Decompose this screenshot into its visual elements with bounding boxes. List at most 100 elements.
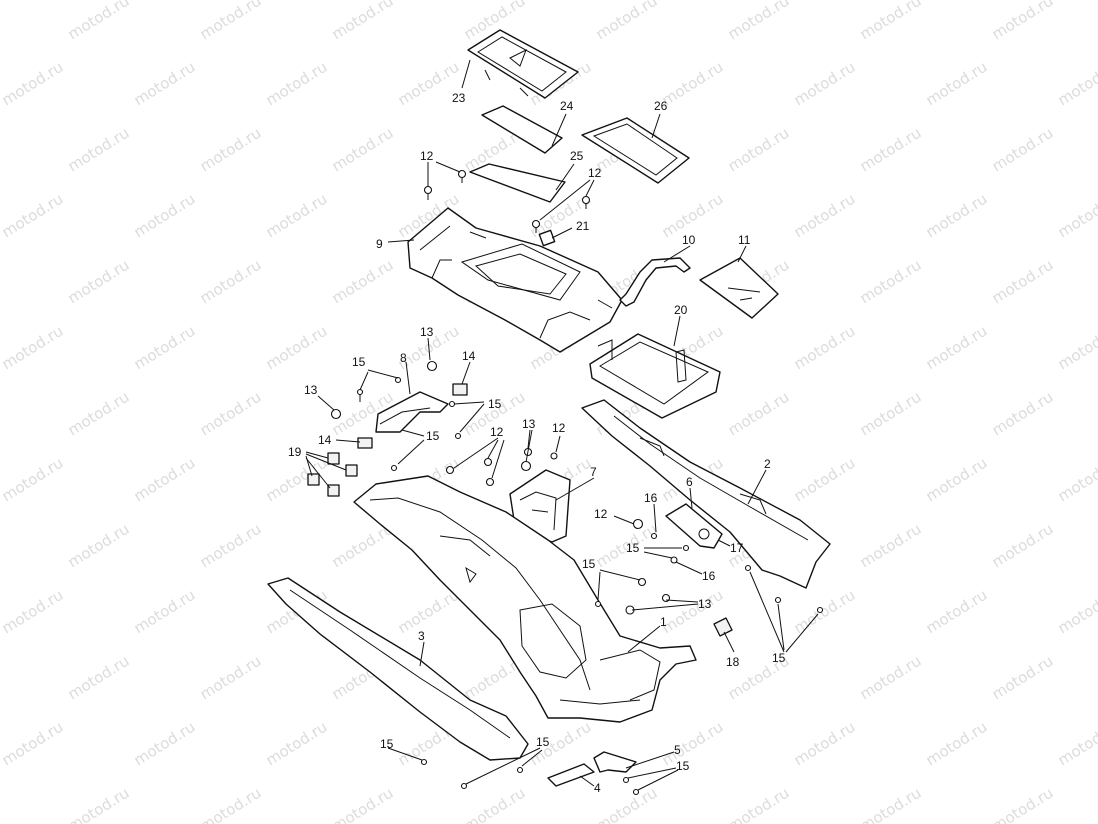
watermark-text: motod.ru [989,388,1057,440]
part-26-gasket[interactable] [581,117,690,184]
callout-24: 24 [560,99,574,113]
watermark-text: motod.ru [0,586,66,638]
part-19-nuts[interactable] [307,452,358,497]
part-25-pad[interactable] [469,163,566,203]
watermark-text: motod.ru [0,718,66,770]
part-8-bracket[interactable] [375,391,449,433]
fasteners[interactable] [330,169,824,796]
callout-18: 18 [726,655,740,669]
callout-14-b: 14 [318,433,332,447]
watermark-text: motod.ru [659,58,727,110]
watermark-text: motod.ru [1055,190,1098,242]
leader-lines [305,59,819,791]
watermark-text: motod.ru [725,784,793,824]
callout-13-d: 13 [698,597,712,611]
watermark-text: motod.ru [1055,58,1098,110]
callout-1: 1 [660,615,667,629]
callout-20: 20 [674,303,688,317]
watermark-text: motod.ru [989,0,1057,43]
watermark-text: motod.ru [263,322,331,374]
watermark-text: motod.ru [131,454,199,506]
watermark-text: motod.ru [329,124,397,176]
watermark-text: motod.ru [65,256,133,308]
watermark-text: motod.ru [197,784,265,824]
part-10-strap[interactable] [619,257,691,307]
callout-15-c: 15 [426,429,440,443]
callout-12-a: 12 [420,149,434,163]
part-23-lid[interactable] [467,29,579,99]
watermark-text: motod.ru [857,652,925,704]
watermark-text: motod.ru [923,718,991,770]
watermark-text: motod.ru [263,190,331,242]
watermark-text: motod.ru [1055,454,1098,506]
callout-13-a: 13 [420,325,434,339]
part-1-undertray[interactable] [353,475,697,723]
watermark-text: motod.ru [593,0,661,43]
watermark-text: motod.ru [923,58,991,110]
watermark-text: motod.ru [857,784,925,824]
watermark-text: motod.ru [461,784,529,824]
callout-4: 4 [594,781,601,795]
part-11-bag[interactable] [699,257,779,319]
watermark-text: motod.ru [329,784,397,824]
callout-17: 17 [730,541,744,555]
watermark-text: motod.ru [791,454,859,506]
watermark-text: motod.ru [329,0,397,43]
watermark-text: motod.ru [725,124,793,176]
watermark-text: motod.ru [923,586,991,638]
watermark-text: motod.ru [263,454,331,506]
watermark-text: motod.ru [131,586,199,638]
watermark-text: motod.ru [725,0,793,43]
watermark-text: motod.ru [197,388,265,440]
watermark-text: motod.ru [725,388,793,440]
part-18-clip[interactable] [713,617,733,637]
callout-11: 11 [738,233,751,247]
callout-5: 5 [674,743,681,757]
watermark-text: motod.ru [1055,322,1098,374]
watermark-text: motod.ru [989,520,1057,572]
callout-8: 8 [400,351,407,365]
callout-15-h: 15 [536,735,550,749]
callout-21: 21 [576,219,590,233]
part-21-clip[interactable] [538,229,556,247]
callout-15-g: 15 [380,737,394,751]
watermark-text: motod.ru [857,520,925,572]
part-14-clip-lower[interactable] [357,437,373,449]
watermark-text: motod.ru [65,124,133,176]
part-24-pad[interactable] [481,105,563,154]
part-9-tray[interactable] [407,207,623,353]
watermark-text: motod.ru [989,652,1057,704]
part-20-box[interactable] [589,333,721,419]
part-2-rail[interactable] [581,399,831,589]
callout-15-d: 15 [626,541,640,555]
watermark-text: motod.ru [263,58,331,110]
callout-12-b: 12 [588,166,602,180]
part-4-strip[interactable] [547,763,595,787]
part-14-clip-upper[interactable] [452,383,468,396]
callout-10: 10 [682,233,696,247]
watermark-text: motod.ru [1055,718,1098,770]
callout-6: 6 [686,475,693,489]
part-5-bracket[interactable] [593,751,637,773]
watermark-text: motod.ru [1055,586,1098,638]
watermark-text: motod.ru [263,718,331,770]
watermark-text: motod.ru [989,784,1057,824]
callout-3: 3 [418,629,425,643]
callout-23: 23 [452,91,466,105]
watermark-text: motod.ru [65,0,133,43]
watermark-text: motod.ru [131,58,199,110]
watermark-text: motod.ru [857,256,925,308]
callout-12-d: 12 [552,421,566,435]
watermark-text: motod.ru [131,718,199,770]
watermark-text: motod.ru [197,124,265,176]
part-6-plate[interactable] [665,503,723,549]
watermark-text: motod.ru [791,190,859,242]
callout-16-b: 16 [702,569,716,583]
callout-26: 26 [654,99,668,113]
watermark-text: motod.ru [0,322,66,374]
watermark-text: motod.ru [791,586,859,638]
watermark-text: motod.ru [791,322,859,374]
watermark-text: motod.ru [0,454,66,506]
watermark-text: motod.ru [989,256,1057,308]
callouts: 23 24 26 25 12 12 21 9 10 11 20 13 8 14 … [288,91,786,795]
